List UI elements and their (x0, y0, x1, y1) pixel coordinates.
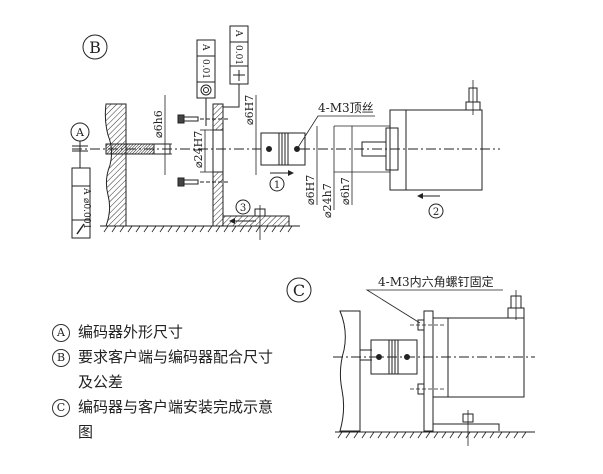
datum-a: A (70, 122, 90, 168)
legend-item-c: C 编码器与客户端安装完成示意图 (52, 395, 278, 445)
svg-text:3: 3 (240, 203, 246, 214)
legend-mark-b: B (52, 349, 70, 367)
figure-c-label: C (286, 277, 312, 303)
runout-icon (76, 223, 85, 235)
screw-note-c: 4-M3内六角螺钉固定 (378, 274, 494, 289)
dim-bracket-fit-text: ⌀6H7 (243, 95, 256, 125)
dim-bracket-hole-text: ⌀24H7 (192, 131, 205, 168)
dim-encoder-shaft-text: ⌀6h7 (339, 177, 352, 205)
figure-c-label-text: C (293, 281, 305, 300)
svg-text:2: 2 (433, 207, 439, 218)
perpendicularity-datum: A (233, 29, 243, 37)
runout-value: ⌀0.001 (81, 198, 91, 229)
concentricity-icon (200, 84, 212, 96)
legend-text-a: 编码器外形尺寸 (78, 323, 184, 341)
ground-hatch (103, 225, 293, 233)
screw-note-leader (365, 289, 503, 324)
legend-item-b: B 要求客户端与编码器配合尺寸及公差 (52, 345, 278, 395)
coupling-b (260, 132, 306, 166)
dim-bracket-hole: ⌀24H7 (192, 129, 213, 173)
perpendicularity-frame: A 0.01 (223, 25, 249, 108)
runout-datum: A (81, 187, 91, 195)
dim-shaft-hole: ⌀6h6 (152, 95, 172, 175)
figure-b: B A A ⌀0.001 (70, 25, 500, 240)
dim-encoder-spigot-text: ⌀24h7 (321, 183, 334, 218)
dim-shaft-hole-text: ⌀6h6 (152, 110, 165, 138)
concentricity-value: 0.01 (200, 59, 210, 79)
datum-a-text: A (75, 126, 85, 139)
figure-c: C 4-M3内六角螺钉固定 (286, 274, 535, 446)
concentricity-datum: A (200, 43, 210, 51)
concentricity-frame: A 0.01 (196, 39, 216, 126)
figure-b-label: B (82, 34, 108, 60)
dim-bracket-fit: ⌀6H7 (243, 95, 257, 175)
set-screw-note: 4-M3顶丝 (318, 101, 374, 115)
customer-wall (104, 103, 127, 227)
legend: A 编码器外形尺寸 B 要求客户端与编码器配合尺寸及公差 C 编码器与客户端安装… (52, 320, 278, 445)
runout-frame: A ⌀0.001 (71, 167, 91, 239)
legend-text-c: 编码器与客户端安装完成示意图 (78, 398, 274, 441)
step-2-marker: 2 (428, 203, 444, 219)
set-screw-leader (296, 115, 375, 150)
legend-mark-c: C (52, 399, 70, 417)
perpendicularity-icon (233, 70, 245, 81)
customer-wall-c (339, 310, 361, 432)
dim-coupling-bore-text: ⌀6H7 (304, 175, 317, 205)
step-1-marker: 1 (269, 176, 285, 192)
encoder-b (361, 80, 483, 191)
step-3-marker: 3 (235, 199, 251, 215)
legend-text-b: 要求客户端与编码器配合尺寸及公差 (78, 348, 274, 391)
dim-encoder-right: ⌀6H7 ⌀24h7 ⌀6h7 (304, 125, 390, 218)
mounting-bracket-c (423, 310, 434, 432)
svg-text:1: 1 (274, 180, 280, 191)
figure-b-label-text: B (89, 38, 101, 57)
legend-item-a: A 编码器外形尺寸 (52, 320, 278, 345)
legend-mark-a: A (52, 324, 70, 342)
perpendicularity-value: 0.01 (233, 45, 243, 65)
